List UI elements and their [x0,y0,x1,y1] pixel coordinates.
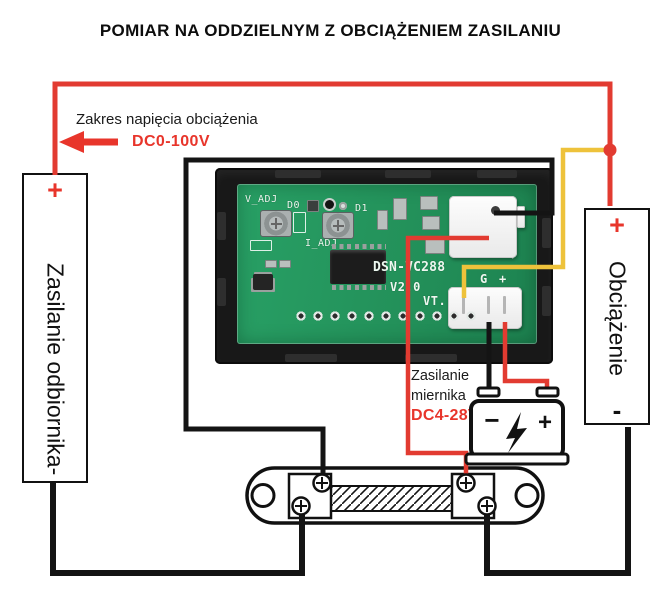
load-voltage-range-label: Zakres napięcia obciążenia [76,111,258,128]
smd-pad [265,260,277,268]
source-plus-terminal: + [47,175,63,205]
silk-i-adj: I_ADJ [305,238,338,249]
wire-black-bottom-right [484,427,631,576]
regulator-chip [253,274,273,290]
frame-clip [217,278,226,306]
battery-plus-sign: + [538,409,552,436]
page-title: POMIAR NA ODDZIELNYM Z OBCIĄŻENIEM ZASIL… [99,21,562,40]
wire-black-bottom-left [50,483,305,576]
frame-clip [217,212,226,240]
battery-terminal-plus [535,386,560,398]
silk-d1: D1 [355,203,369,214]
connector-tab [517,206,525,228]
smd-pad [420,196,438,210]
load-box-label: Obciążenie [604,260,631,377]
silk-plus-lower: + [499,272,507,286]
frame-clip [477,170,517,178]
meter-supply-line2: miernika [411,388,466,404]
smd-pad [422,216,440,230]
solder-pad [339,202,347,210]
load-voltage-range-value: DC0-100V [132,133,210,150]
wire-red-supply [52,81,613,206]
wire-red-battery [502,322,550,392]
voltage-trimpot [260,210,292,237]
meter-supply-value: DC4-28V [411,407,479,424]
frame-clip [542,218,551,248]
wire-junction-dot [603,143,617,157]
mounting-hole [325,200,334,209]
left-arrow-icon [59,131,118,153]
screw [312,473,332,493]
silkscreen-outline [293,212,306,233]
load-box: + Obciążenie - [584,208,650,425]
wire-yellow-sense [461,147,610,298]
silk-v-adj: V_ADJ [245,194,278,205]
wire-black-measure [183,157,555,480]
frame-clip [275,170,321,178]
connector-slot-plus [503,296,506,314]
voltage-connector [449,196,517,258]
led-d0 [307,200,319,212]
screw [456,473,476,493]
meter-module-photo: V_ADJ D0 D1 I_ADJ DSN-VC288 V2.0 VT [215,168,553,364]
main-ic [330,250,386,284]
meter-supply-line1: Zasilanie [411,368,470,384]
source-box-label: Zasilanie odbiornika- [42,262,69,475]
smd-pad [377,210,388,230]
ic-pins-bottom [332,285,386,290]
shunt-hole-left [250,483,276,508]
battery-minus-sign: − [484,405,499,435]
through-hole-row [295,310,476,322]
smd-pad [279,260,291,268]
ic-pins-top [332,244,386,249]
screw [477,496,497,516]
current-trimpot [322,212,354,239]
battery-terminal-minus [476,386,501,398]
load-plus-terminal: + [609,210,625,240]
connector-slot-mid [487,296,490,314]
silk-version: V2.0 [390,280,421,294]
battery: − + [464,386,570,466]
screw [291,496,311,516]
silk-d0: D0 [287,200,301,211]
load-minus-terminal: - [612,394,622,425]
shunt-screws [291,473,497,516]
frame-clip [285,354,337,362]
lightning-bolt-icon [506,412,527,453]
pcb-board: V_ADJ D0 D1 I_ADJ DSN-VC288 V2.0 VT [237,184,537,344]
meter-supply-label: Zasilanie miernika DC4-28V [411,366,479,426]
frame-clip [385,170,431,178]
silk-vt: VT. [423,294,447,308]
connector-slot-g [462,296,465,314]
battery-base [464,452,570,466]
silkscreen-outline [250,240,272,251]
shunt-element [330,485,453,512]
frame-clip [542,286,551,316]
smd-pad [393,198,407,220]
silk-g: G [480,272,488,286]
power-source-box: + Zasilanie odbiornika- [22,173,88,483]
shunt-hole-right [514,483,540,508]
shunt-resistor [245,466,545,525]
power-connector [448,287,522,329]
frame-clip [405,354,457,362]
